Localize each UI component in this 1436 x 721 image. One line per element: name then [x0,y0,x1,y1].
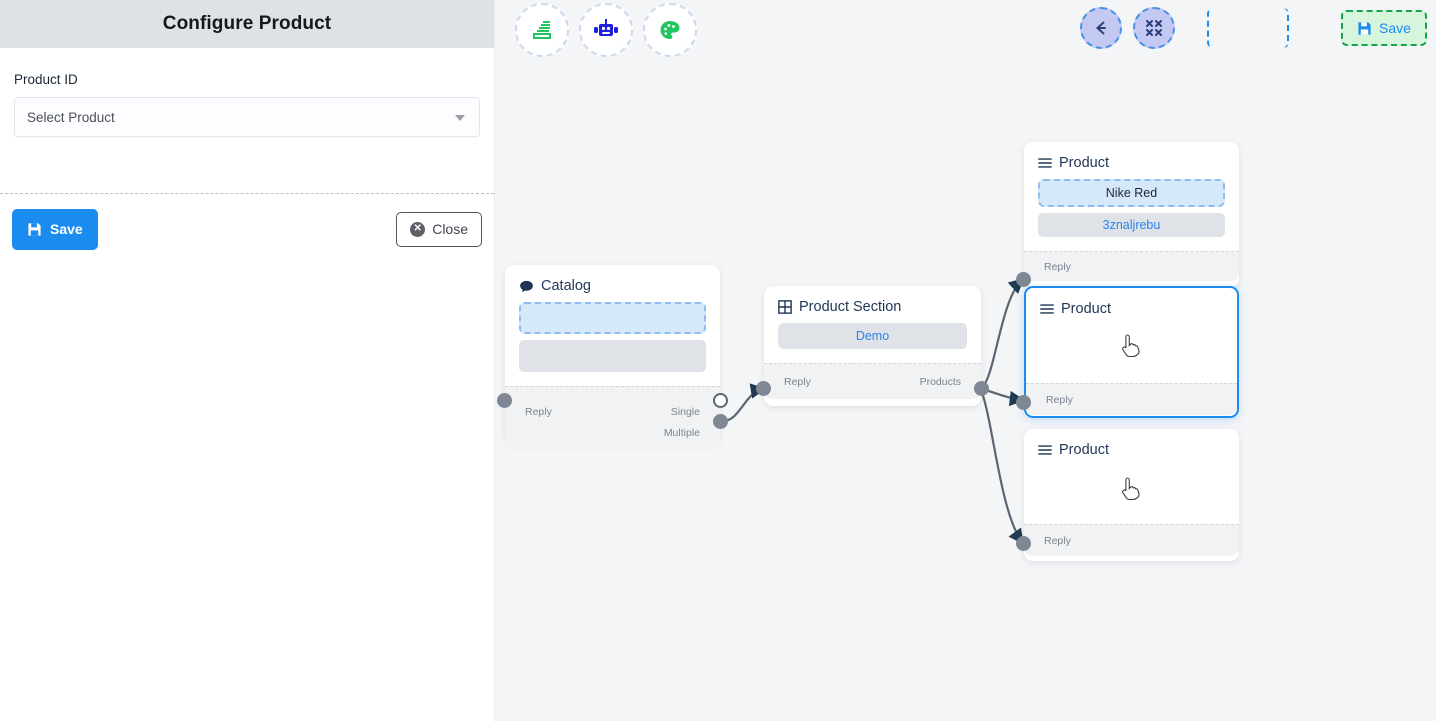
node-product-section-body: Demo [764,323,981,363]
configure-product-panel: Configure Product Product ID Select Prod… [0,0,495,721]
product-select-value: Select Product [27,109,115,125]
list-icon [1038,158,1052,168]
close-button-label: Close [432,221,468,237]
node-product-1[interactable]: Product Nike Red 3znaljrebu Reply [1016,142,1239,287]
product-section-block-demo[interactable]: Demo [778,323,967,349]
chevron-down-icon [455,115,465,121]
floppy-icon [1358,21,1371,35]
node-catalog[interactable]: Catalog Reply Single Multiple [497,265,728,448]
node-product-3-footer: Reply [1024,524,1239,556]
catalog-block-2[interactable] [519,340,706,372]
node-product-2-footer: Reply [1026,383,1237,415]
product-1-option-secondary-label: 3znaljrebu [1102,218,1161,232]
product-1-option-secondary[interactable]: 3znaljrebu [1038,213,1225,237]
list-icon [1038,445,1052,455]
stack-icon [533,21,551,39]
node-product-2-header: Product [1026,288,1237,325]
catalog-port-single[interactable] [713,393,728,408]
tool-button-palette[interactable] [643,3,697,57]
compress-icon [1146,20,1162,36]
node-product-section-header: Product Section [764,286,981,323]
canvas-save-label: Save [1379,20,1411,36]
close-icon: ✕ [410,221,426,237]
list-icon [1040,304,1054,314]
node-product-1-footer: Reply [1024,251,1239,281]
robot-icon [594,19,618,36]
catalog-block-1[interactable] [519,302,706,334]
catalog-port-reply-label: Reply [525,406,552,418]
product-1-port-reply-label: Reply [1044,260,1071,273]
collapse-button[interactable] [1133,7,1175,49]
close-button[interactable]: ✕ Close [396,211,482,247]
node-product-2[interactable]: Product Reply [1016,286,1239,418]
grid-icon [778,300,792,314]
catalog-port-single-label: Single [670,406,700,418]
node-product-2-body [1026,325,1237,383]
palette-icon [660,21,680,39]
chat-bubble-icon [520,280,533,292]
product-id-label: Product ID [14,72,78,87]
flow-canvas[interactable]: Save Catalog Reply Single Mult [495,0,1436,721]
product-section-block-demo-label: Demo [855,329,890,343]
node-product-3-title: Product [1059,442,1109,458]
product-section-port-reply-label: Reply [784,375,811,388]
node-catalog-body [505,302,720,386]
product-section-port-products[interactable] [974,381,989,396]
product-section-port-products-label: Products [919,375,961,388]
product-select[interactable]: Select Product [14,97,480,137]
panel-body: Product ID Select Product [0,48,494,137]
tool-button-stack[interactable] [515,3,569,57]
product-1-port-reply[interactable] [1016,272,1031,287]
node-catalog-title: Catalog [541,278,591,294]
node-product-section[interactable]: Product Section Demo Reply Products [756,286,989,406]
node-product-3-body [1024,466,1239,524]
product-3-port-reply-label: Reply [1044,534,1071,547]
node-product-1-header: Product [1024,142,1239,179]
panel-divider [0,193,494,194]
save-button[interactable]: Save [12,208,98,250]
page-title: Configure Product [162,13,332,34]
product-2-port-reply[interactable] [1016,395,1031,410]
node-catalog-footer: Reply Single Multiple [505,386,720,448]
arrow-left-icon [1096,21,1106,35]
catalog-port-multiple-label: Multiple [663,427,700,439]
node-product-2-title: Product [1061,301,1111,317]
canvas-save-button[interactable]: Save [1341,10,1427,46]
product-2-port-reply-label: Reply [1046,393,1073,406]
node-product-section-title: Product Section [799,299,902,315]
panel-footer: Save ✕ Close [0,194,494,264]
catalog-port-multiple[interactable] [713,414,728,429]
node-product-1-title: Product [1059,155,1109,171]
catalog-port-reply[interactable] [497,393,512,408]
product-3-port-reply[interactable] [1016,536,1031,551]
node-catalog-header: Catalog [505,265,720,302]
panel-header: Configure Product [0,0,494,48]
node-product-3[interactable]: Product Reply [1016,429,1239,561]
product-1-option-nike-red-label: Nike Red [1105,186,1158,200]
node-product-section-footer: Reply Products [764,363,981,399]
node-product-3-header: Product [1024,429,1239,466]
empty-toolbar-slot[interactable] [1207,8,1289,48]
node-product-1-body: Nike Red 3znaljrebu [1024,179,1239,251]
save-button-label: Save [50,221,83,237]
tool-button-bot[interactable] [579,3,633,57]
floppy-icon [28,222,41,236]
product-1-option-nike-red[interactable]: Nike Red [1038,179,1225,207]
product-section-port-reply[interactable] [756,381,771,396]
back-button[interactable] [1080,7,1122,49]
